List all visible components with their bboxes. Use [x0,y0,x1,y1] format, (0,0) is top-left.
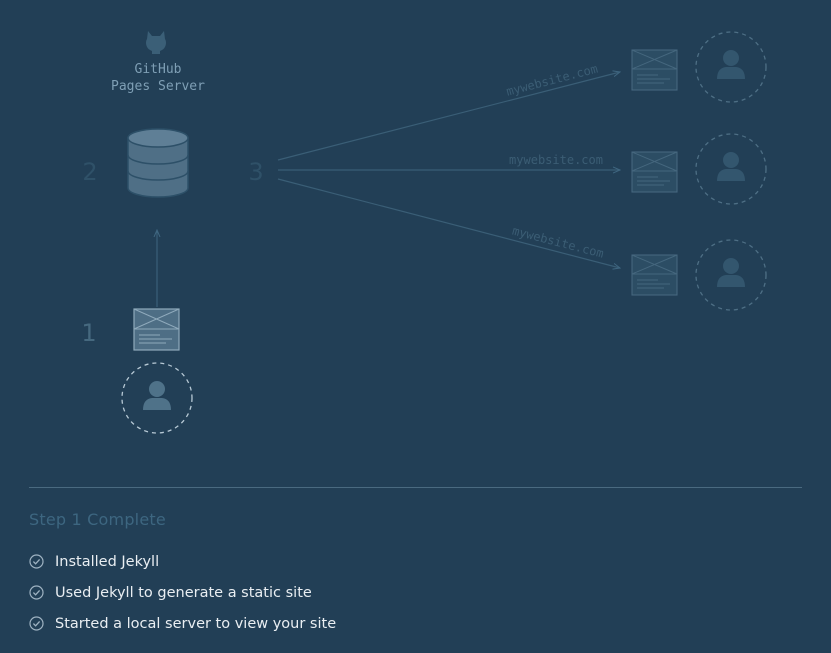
checklist-item: Started a local server to view your site [29,608,336,639]
completed-steps-list: Installed Jekyll Used Jekyll to generate… [29,546,336,639]
checklist-item: Installed Jekyll [29,546,336,577]
visitor-avatar-bottom [695,239,767,311]
step-number-2: 2 [82,158,97,186]
visitor-avatar-middle [695,133,767,205]
database-server-icon [127,128,189,198]
domain-label-middle: mywebsite.com [509,153,603,167]
step-number-1: 1 [81,319,96,347]
step-number-3: 3 [248,158,263,186]
checklist-item: Used Jekyll to generate a static site [29,577,336,608]
visitor-avatar-top [695,31,767,103]
checklist-item-label: Used Jekyll to generate a static site [55,584,312,601]
check-circle-icon [29,616,44,631]
checklist-item-label: Installed Jekyll [55,553,160,570]
domain-label-top: mywebsite.com [505,62,599,99]
distribution-arrow-top [277,72,620,161]
octocat-icon [146,31,166,54]
domain-label-bottom: mywebsite.com [511,224,605,261]
check-circle-icon [29,585,44,600]
server-label-line1: GitHub [135,62,182,77]
local-user-avatar [121,362,193,434]
step-complete-title: Step 1 Complete [29,510,166,529]
distribution-arrow-bottom [277,178,620,268]
check-circle-icon [29,554,44,569]
local-site-page-icon [133,308,180,351]
server-label-line2: Pages Server [111,79,205,94]
section-divider [29,487,802,488]
remote-site-page-icon-middle [631,151,678,193]
deployment-diagram: GitHub Pages Server 2 3 1 mywebsite.com … [81,31,767,434]
checklist-item-label: Started a local server to view your site [55,615,337,632]
remote-site-page-icon-top [631,49,678,91]
remote-site-page-icon-bottom [631,254,678,296]
